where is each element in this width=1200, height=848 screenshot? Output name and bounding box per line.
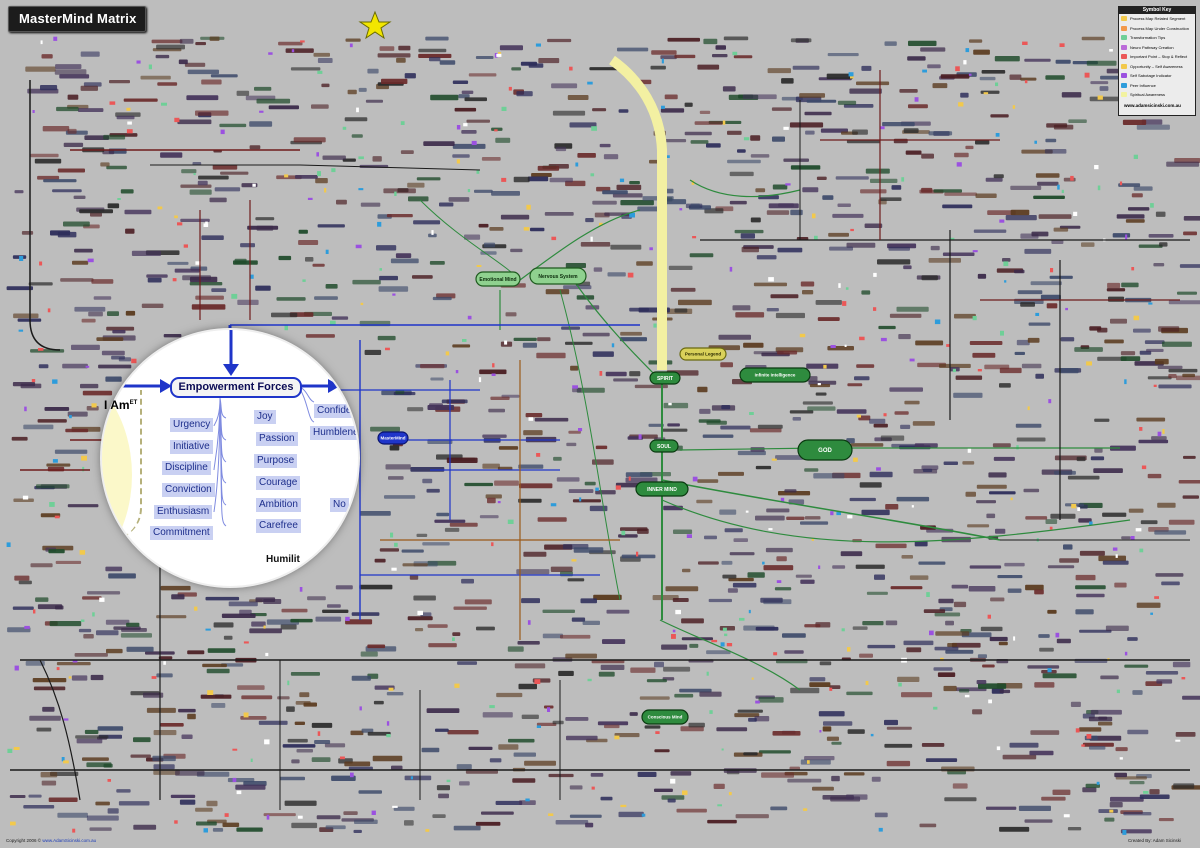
force-item[interactable]: Commitment xyxy=(150,526,213,540)
symbol-key-title: Symbol Key xyxy=(1119,7,1195,14)
force-item[interactable]: Conviction xyxy=(162,483,215,497)
node-label: SOUL xyxy=(657,444,671,450)
symbol-key-label: Process Map Related Segment xyxy=(1130,16,1185,21)
symbol-key-url[interactable]: www.adamsicinski.com.au xyxy=(1124,103,1181,108)
node-spirit[interactable]: SPIRIT xyxy=(650,372,680,384)
node-mastermind[interactable]: MasterMind xyxy=(378,432,408,444)
symbol-key-label: Opportunity – Self Awareness xyxy=(1130,64,1183,69)
node-conscious-mind[interactable]: Conscious Mind xyxy=(642,710,688,724)
force-item[interactable]: Purpose xyxy=(254,454,297,468)
node-label: Personal Legend xyxy=(685,352,722,357)
node-emotional-mind[interactable]: Emotional Mind xyxy=(476,272,520,286)
force-item[interactable]: Joy xyxy=(254,410,276,424)
symbol-key-label: Process Map Under Construction xyxy=(1130,26,1189,31)
node-label: Infinite Intelligence xyxy=(755,373,796,378)
symbol-swatch-icon xyxy=(1121,45,1127,50)
force-item[interactable]: Discipline xyxy=(162,461,211,475)
symbol-swatch-icon xyxy=(1121,26,1127,31)
symbol-swatch-icon xyxy=(1121,54,1127,59)
created-by-footer: Created By: Adam Sicinski xyxy=(1128,838,1181,843)
symbol-swatch-icon xyxy=(1121,16,1127,21)
clipped-node-label: Humilit xyxy=(266,554,300,565)
node-inner-mind[interactable]: INNER MIND xyxy=(636,482,688,496)
map-title-box: MasterMind Matrix xyxy=(8,6,146,32)
clipped-node-label: No xyxy=(330,498,349,512)
clipped-node-label: Humblene xyxy=(310,426,358,440)
node-label: SPIRIT xyxy=(657,376,673,382)
empowerment-forces-node[interactable]: Empowerment Forces xyxy=(170,377,302,398)
symbol-swatch-icon xyxy=(1121,73,1127,78)
map-title: MasterMind Matrix xyxy=(19,11,137,26)
clipped-node-label: Confide xyxy=(314,404,354,418)
i-am-label: I AmET xyxy=(104,398,137,412)
force-item[interactable]: Enthusiasm xyxy=(154,505,212,519)
node-infinite-intelligence[interactable]: Infinite Intelligence xyxy=(740,368,810,382)
force-item[interactable]: Carefree xyxy=(256,519,301,533)
symbol-swatch-icon xyxy=(1121,64,1127,69)
symbol-key-label: Important Point – Stop & Reflect xyxy=(1130,54,1187,59)
symbol-swatch-icon xyxy=(1121,92,1127,97)
node-label: Nervous System xyxy=(538,274,578,280)
magnifier-lines xyxy=(102,330,358,586)
node-label: Emotional Mind xyxy=(479,277,516,283)
symbol-swatch-icon xyxy=(1121,83,1127,88)
force-item[interactable]: Urgency xyxy=(170,418,213,432)
node-personal-legend[interactable]: Personal Legend xyxy=(680,348,726,360)
symbol-key-label: Spiritual Awareness xyxy=(1130,92,1165,97)
node-label: GOD xyxy=(818,448,832,454)
symbol-key-item: Transformation Tips xyxy=(1119,33,1195,43)
symbol-key-label: Transformation Tips xyxy=(1130,35,1165,40)
force-item[interactable]: Initiative xyxy=(170,440,213,454)
node-label: INNER MIND xyxy=(647,487,677,493)
symbol-key-item: Self Sabotage Indicator xyxy=(1119,71,1195,81)
force-item[interactable]: Passion xyxy=(256,432,298,446)
symbol-key-label: Peer Influence xyxy=(1130,83,1156,88)
symbol-key-label: Self Sabotage Indicator xyxy=(1130,73,1172,78)
symbol-key-item: Neuro Pathway Creation xyxy=(1119,43,1195,53)
node-label: Conscious Mind xyxy=(648,715,683,720)
node-soul[interactable]: SOUL xyxy=(650,440,678,452)
symbol-key-item: Opportunity – Self Awareness xyxy=(1119,62,1195,72)
footer-url[interactable]: www.AdamSicinski.com.au xyxy=(42,838,96,843)
symbol-key-item: Peer Influence xyxy=(1119,81,1195,91)
symbol-key-label: Neuro Pathway Creation xyxy=(1130,45,1174,50)
copyright-footer: Copyright 2006 © www.AdamSicinski.com.au xyxy=(6,838,96,843)
node-nervous-system[interactable]: Nervous System xyxy=(530,268,586,284)
symbol-key-item: Process Map Under Construction xyxy=(1119,24,1195,34)
symbol-key-item: Spiritual Awareness xyxy=(1119,90,1195,100)
symbol-key-item: Important Point – Stop & Reflect xyxy=(1119,52,1195,62)
node-label: MasterMind xyxy=(380,436,405,441)
symbol-key-item: Process Map Related Segment xyxy=(1119,14,1195,24)
node-god[interactable]: GOD xyxy=(798,440,852,460)
force-item[interactable]: Courage xyxy=(256,476,300,490)
force-item[interactable]: Ambition xyxy=(256,498,301,512)
symbol-swatch-icon xyxy=(1121,35,1127,40)
